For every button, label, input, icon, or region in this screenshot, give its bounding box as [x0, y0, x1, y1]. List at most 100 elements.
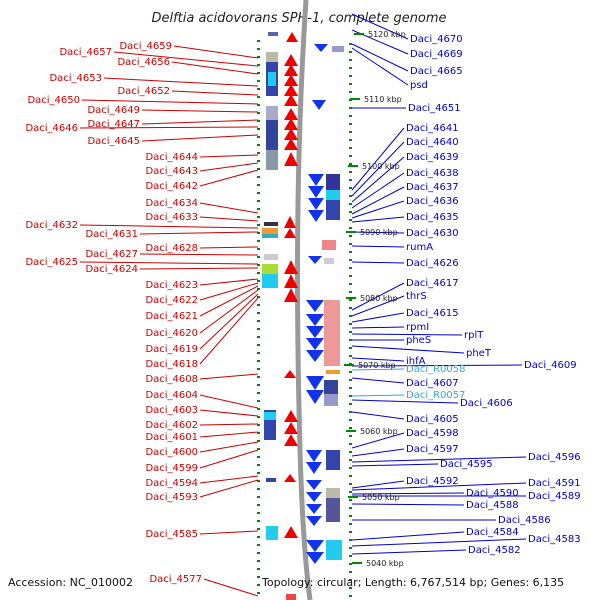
right-label-daci-4597[interactable]: Daci_4597: [406, 444, 459, 455]
right-label-daci-r0057[interactable]: Daci_R0057: [406, 390, 466, 401]
left-connector-daci-4594: [199, 475, 259, 484]
right-label-daci-4591[interactable]: Daci_4591: [528, 478, 581, 489]
left-label-daci-4633[interactable]: Daci_4633: [145, 212, 198, 223]
right-tick: [349, 155, 352, 157]
right-label-daci-4582[interactable]: Daci_4582: [468, 545, 521, 556]
left-label-daci-4621[interactable]: Daci_4621: [145, 311, 198, 322]
left-label-daci-4628[interactable]: Daci_4628: [145, 243, 198, 254]
left-label-daci-4608[interactable]: Daci_4608: [145, 374, 198, 385]
left-label-daci-4627[interactable]: Daci_4627: [85, 249, 138, 260]
right-label-daci-4639[interactable]: Daci_4639: [406, 152, 459, 163]
right-label-daci-4596[interactable]: Daci_4596: [528, 452, 581, 463]
left-label-daci-4649[interactable]: Daci_4649: [87, 105, 140, 116]
left-label-daci-4646[interactable]: Daci_4646: [25, 123, 78, 134]
right-label-daci-4589[interactable]: Daci_4589: [528, 491, 581, 502]
right-label-phes[interactable]: pheS: [406, 335, 431, 346]
right-label-daci-4607[interactable]: Daci_4607: [406, 378, 459, 389]
left-tick: [257, 480, 260, 482]
left-label-daci-4593[interactable]: Daci_4593: [145, 492, 198, 503]
left-label-daci-4585[interactable]: Daci_4585: [145, 529, 198, 540]
right-label-daci-4626[interactable]: Daci_4626: [406, 258, 459, 269]
gene-arrow-forward: [284, 422, 298, 434]
left-label-daci-4643[interactable]: Daci_4643: [145, 166, 198, 177]
right-label-daci-4635[interactable]: Daci_4635: [406, 212, 459, 223]
left-label-daci-4602[interactable]: Daci_4602: [145, 420, 198, 431]
left-label-daci-4657[interactable]: Daci_4657: [59, 47, 112, 58]
right-label-rplt[interactable]: rplT: [464, 330, 484, 341]
right-tick: [349, 211, 352, 213]
right-label-daci-4609[interactable]: Daci_4609: [524, 360, 577, 371]
right-label-daci-4636[interactable]: Daci_4636: [406, 196, 459, 207]
right-tick: [349, 219, 352, 221]
right-label-ihfa[interactable]: ihfA: [406, 356, 426, 367]
right-label-daci-4641[interactable]: Daci_4641: [406, 123, 459, 134]
left-connector-daci-4659: [173, 45, 259, 59]
left-tick: [257, 56, 260, 58]
right-label-daci-4588[interactable]: Daci_4588: [466, 500, 519, 511]
left-label-daci-4650[interactable]: Daci_4650: [27, 95, 80, 106]
left-label-daci-4632[interactable]: Daci_4632: [25, 220, 78, 231]
right-label-daci-4584[interactable]: Daci_4584: [466, 527, 519, 538]
right-label-daci-4605[interactable]: Daci_4605: [406, 414, 459, 425]
gene-arrow-reverse: [306, 462, 322, 474]
right-label-phet[interactable]: pheT: [466, 348, 492, 359]
left-label-daci-4620[interactable]: Daci_4620: [145, 328, 198, 339]
left-tick: [257, 152, 260, 154]
left-label-daci-4656[interactable]: Daci_4656: [117, 57, 170, 68]
left-label-daci-4647[interactable]: Daci_4647: [87, 119, 140, 130]
right-connector-daci-4641: [351, 127, 405, 191]
left-label-daci-4642[interactable]: Daci_4642: [145, 181, 198, 192]
left-label-daci-4644[interactable]: Daci_4644: [145, 152, 198, 163]
right-label-daci-4669[interactable]: Daci_4669: [410, 49, 463, 60]
right-label-daci-r0058[interactable]: Daci_R0058: [406, 364, 466, 375]
right-label-daci-4617[interactable]: Daci_4617: [406, 278, 459, 289]
left-label-daci-4594[interactable]: Daci_4594: [145, 478, 198, 489]
left-label-daci-4653[interactable]: Daci_4653: [49, 73, 102, 84]
left-label-daci-4604[interactable]: Daci_4604: [145, 390, 198, 401]
right-label-daci-4595[interactable]: Daci_4595: [440, 459, 493, 470]
left-label-daci-4659[interactable]: Daci_4659: [119, 41, 172, 52]
left-label-daci-4631[interactable]: Daci_4631: [85, 229, 138, 240]
left-label-daci-4622[interactable]: Daci_4622: [145, 295, 198, 306]
left-label-daci-4618[interactable]: Daci_4618: [145, 359, 198, 370]
right-label-daci-4586[interactable]: Daci_4586: [498, 515, 551, 526]
right-label-daci-4640[interactable]: Daci_4640: [406, 137, 459, 148]
left-tick: [257, 536, 260, 538]
right-gene-block: [324, 258, 334, 264]
right-gene-block: [332, 46, 344, 52]
right-label-rpmi[interactable]: rpmI: [406, 322, 429, 333]
left-connector-daci-4650: [81, 99, 259, 105]
right-connector-daci-4582: [351, 549, 467, 555]
left-connector-lines: [79, 45, 259, 597]
right-label-ruma[interactable]: rumA: [406, 242, 433, 253]
left-label-daci-4625[interactable]: Daci_4625: [25, 257, 78, 268]
right-label-daci-4583[interactable]: Daci_4583: [528, 534, 581, 545]
left-label-daci-4652[interactable]: Daci_4652: [117, 86, 170, 97]
right-label-daci-4598[interactable]: Daci_4598: [406, 428, 459, 439]
right-label-daci-4592[interactable]: Daci_4592: [406, 476, 459, 487]
gene-arrow-reverse: [308, 186, 324, 198]
left-label-daci-4624[interactable]: Daci_4624: [85, 264, 138, 275]
right-tick: [349, 259, 352, 261]
right-label-daci-4590[interactable]: Daci_4590: [466, 488, 519, 499]
right-label-thrs[interactable]: thrS: [406, 291, 427, 302]
right-label-daci-4606[interactable]: Daci_4606: [460, 398, 513, 409]
left-label-daci-4603[interactable]: Daci_4603: [145, 405, 198, 416]
left-label-daci-4645[interactable]: Daci_4645: [87, 136, 140, 147]
right-label-daci-4651[interactable]: Daci_4651: [408, 103, 461, 114]
left-label-daci-4634[interactable]: Daci_4634: [145, 198, 198, 209]
left-label-daci-4619[interactable]: Daci_4619: [145, 344, 198, 355]
left-label-daci-4623[interactable]: Daci_4623: [145, 280, 198, 291]
right-label-daci-4665[interactable]: Daci_4665: [410, 66, 463, 77]
left-tick: [257, 40, 260, 42]
right-label-daci-4637[interactable]: Daci_4637: [406, 182, 459, 193]
left-label-daci-4599[interactable]: Daci_4599: [145, 463, 198, 474]
left-label-daci-4601[interactable]: Daci_4601: [145, 432, 198, 443]
left-label-daci-4600[interactable]: Daci_4600: [145, 447, 198, 458]
right-label-daci-4638[interactable]: Daci_4638: [406, 168, 459, 179]
right-label-daci-4670[interactable]: Daci_4670: [410, 34, 463, 45]
right-label-psd[interactable]: psd: [410, 80, 428, 91]
right-label-daci-4615[interactable]: Daci_4615: [406, 308, 459, 319]
right-label-daci-4630[interactable]: Daci_4630: [406, 228, 459, 239]
left-label-daci-4577[interactable]: Daci_4577: [149, 574, 202, 585]
